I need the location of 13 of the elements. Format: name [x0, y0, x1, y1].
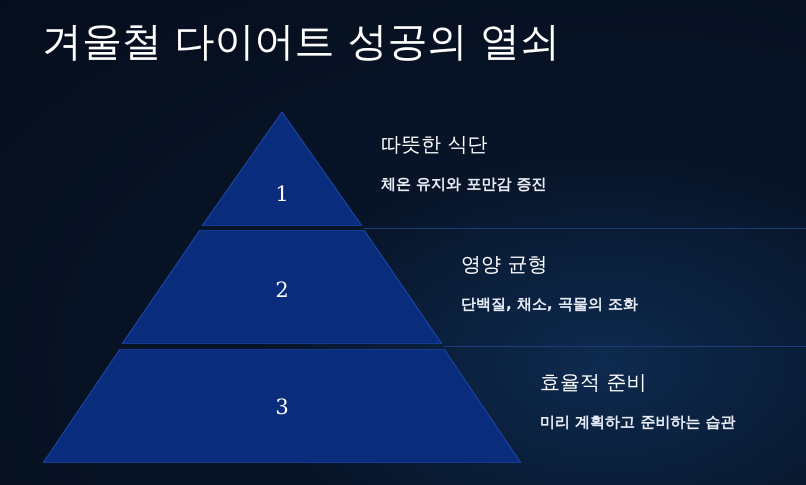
tier-heading: 영양 균형 [461, 251, 548, 278]
tier-description: 체온 유지와 포만감 증진 [381, 175, 547, 194]
tier-description: 단백질, 채소, 곡물의 조화 [461, 295, 638, 314]
tier-number: 2 [274, 278, 290, 302]
pyramid-tier [43, 349, 521, 463]
tier-number: 3 [274, 395, 290, 419]
tier-number: 1 [274, 182, 290, 206]
tier-heading: 따뜻한 식단 [381, 131, 488, 158]
pyramid-tier [122, 230, 442, 344]
pyramid-tier [202, 112, 362, 226]
tier-description: 미리 계획하고 준비하는 습관 [540, 413, 736, 432]
tier-heading: 효율적 준비 [540, 369, 646, 396]
title: 겨울철 다이어트 성공의 열쇠 [42, 18, 560, 67]
